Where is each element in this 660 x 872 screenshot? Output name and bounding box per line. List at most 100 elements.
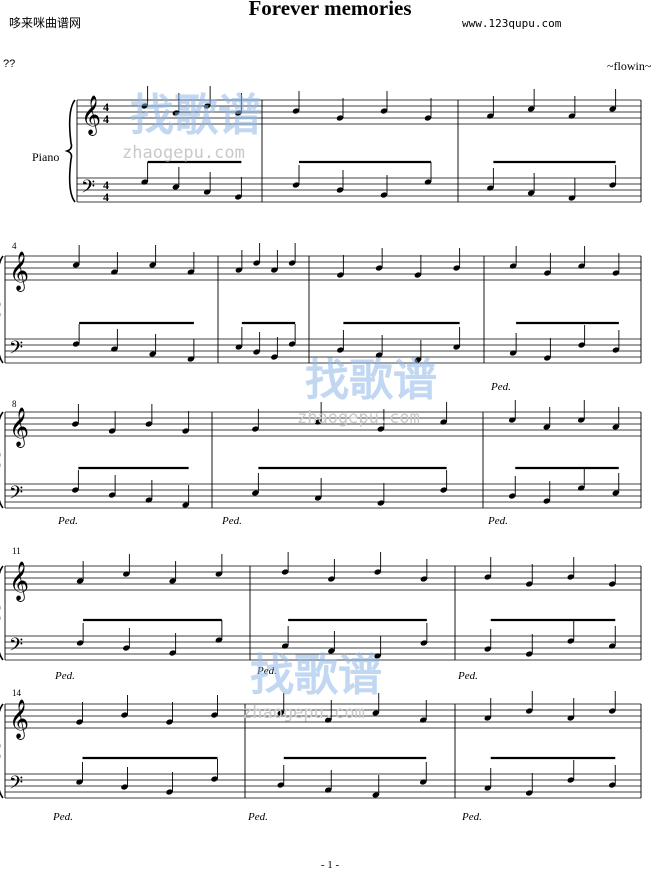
note-head	[166, 789, 173, 795]
note-head	[281, 643, 289, 649]
pedal-mark: Ped.	[491, 381, 511, 393]
note-head	[215, 571, 223, 577]
note-head	[544, 270, 551, 276]
note-head	[337, 272, 344, 278]
note-head	[235, 110, 242, 116]
note-head	[72, 421, 79, 427]
note-head	[72, 341, 80, 347]
note-head	[182, 428, 189, 434]
note-head	[203, 189, 211, 195]
barlines	[4, 100, 642, 798]
note-head	[121, 784, 128, 790]
note-head	[292, 182, 300, 188]
note-head	[567, 715, 575, 721]
note-head	[337, 347, 344, 353]
note-head	[608, 782, 616, 788]
note-head	[76, 779, 83, 785]
note-head	[169, 650, 176, 656]
treble-clef: 𝄞	[9, 561, 29, 602]
note-head	[172, 184, 180, 190]
measure-number: 8	[12, 399, 17, 409]
site-name: 哆来咪曲谱网	[9, 16, 82, 30]
note-head	[108, 492, 116, 498]
note-head	[314, 495, 322, 501]
note-head	[288, 260, 296, 266]
note-head	[253, 260, 260, 266]
bass-clef: 𝄢	[81, 177, 95, 202]
note-head	[543, 498, 551, 504]
note-head	[123, 571, 130, 577]
note-head	[328, 576, 335, 582]
note-head	[375, 352, 383, 358]
note-head	[72, 262, 80, 268]
pedal-mark: Ped.	[53, 811, 73, 823]
note-head	[567, 638, 575, 644]
treble-clef: 𝄞	[81, 95, 101, 136]
note-head	[484, 785, 492, 791]
note-head	[543, 424, 551, 430]
note-head	[211, 776, 218, 782]
note-head	[612, 490, 620, 496]
note-head	[509, 350, 517, 356]
note-head	[328, 648, 335, 654]
note-head	[187, 269, 195, 275]
note-head	[141, 179, 148, 185]
note-head	[484, 646, 492, 652]
note-head	[76, 640, 84, 646]
note-head	[123, 645, 130, 651]
watermarks: 找歌谱zhaogepu.com找歌谱zhaogepu.com找歌谱zhaogep…	[122, 90, 437, 723]
time-signature-top: 4	[103, 100, 109, 114]
time-signature-bottom: 4	[103, 112, 109, 126]
brace	[0, 255, 4, 364]
bass-clef: 𝄢	[9, 635, 23, 660]
note-head	[453, 265, 460, 271]
measure-number: 14	[12, 688, 21, 698]
note-head	[182, 502, 189, 508]
note-head	[372, 792, 380, 798]
note-head	[252, 426, 259, 432]
watermark-text: 找歌谱	[305, 355, 437, 406]
note-head	[609, 106, 616, 112]
note-head	[440, 487, 447, 493]
note-head	[235, 194, 242, 200]
note-head	[288, 341, 296, 347]
note-head	[374, 653, 381, 659]
bass-clef: 𝄢	[9, 338, 23, 363]
note-head	[252, 490, 259, 496]
note-head	[108, 428, 116, 434]
note-head	[211, 712, 218, 718]
note-head	[525, 651, 533, 657]
treble-clef: 𝄞	[9, 407, 29, 448]
note-head	[414, 272, 422, 278]
note-head	[271, 267, 278, 273]
pedal-mark: Ped.	[58, 515, 78, 527]
note-head	[111, 346, 118, 352]
note-head	[527, 190, 535, 196]
note-head	[578, 263, 585, 269]
note-head	[187, 356, 195, 362]
note-head	[377, 426, 385, 432]
measure-number: 11	[12, 546, 21, 556]
note-head	[277, 782, 285, 788]
note-head	[166, 719, 173, 725]
instrument-label: Piano	[32, 150, 60, 164]
notes	[72, 86, 620, 798]
score-title: Forever memories	[248, 0, 412, 20]
note-head	[375, 265, 383, 271]
note-head	[525, 581, 533, 587]
note-head	[215, 637, 223, 643]
brace	[0, 411, 4, 509]
note-head	[111, 269, 118, 275]
treble-clef: 𝄞	[9, 699, 29, 740]
note-head	[76, 719, 83, 725]
bass-clef: 𝄢	[9, 773, 23, 798]
time-signature-top: 4	[103, 178, 109, 192]
note-head	[420, 576, 428, 582]
note-head	[567, 777, 575, 783]
note-head	[149, 351, 156, 357]
note-head	[608, 708, 616, 714]
note-head	[608, 581, 616, 587]
brace	[64, 99, 76, 203]
page-number: - 1 -	[320, 859, 340, 871]
note-head	[203, 103, 211, 109]
